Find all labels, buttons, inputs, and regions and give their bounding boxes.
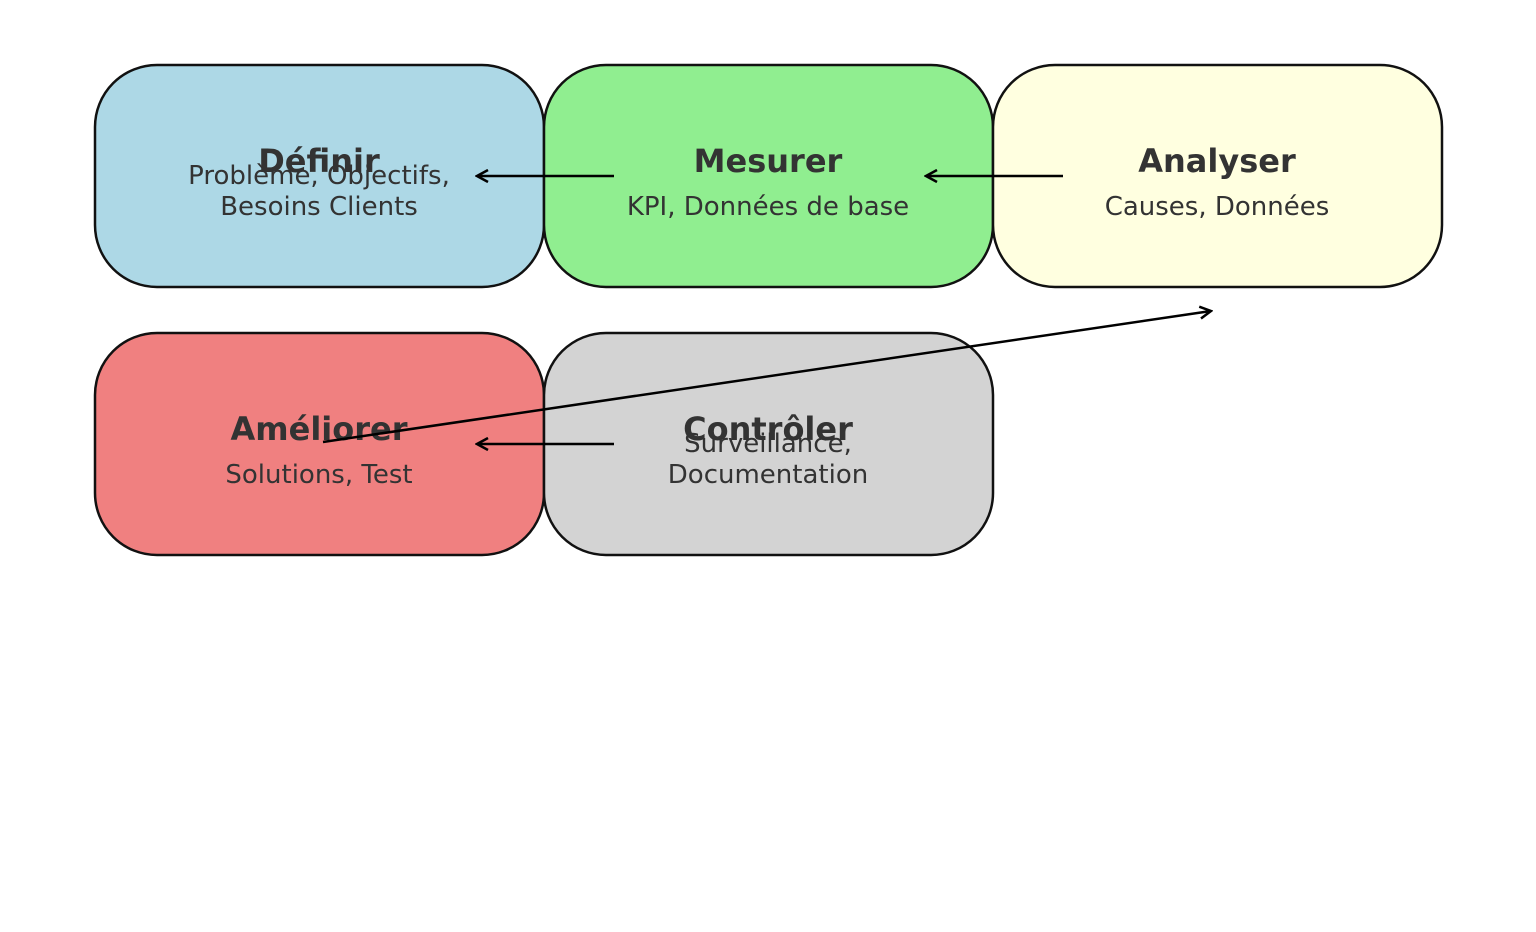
node-controler-desc-line-2: Documentation (668, 460, 868, 490)
edge-ameliorer-to-analyser (322, 311, 1211, 444)
node-definir-desc-line-2: Besoins Clients (220, 192, 418, 222)
node-definir-desc-line-1: Problème, Objectifs, (188, 161, 450, 191)
node-analyser-desc-line-1: Causes, Données (1105, 192, 1330, 222)
node-mesurer-desc-line-1: KPI, Données de base (627, 192, 909, 222)
node-ameliorer-title: Améliorer (231, 410, 408, 448)
node-ameliorer-desc-line-1: Solutions, Test (225, 460, 412, 490)
node-analyser-title: Analyser (1138, 142, 1296, 180)
node-controler-title: Contrôler (683, 410, 853, 448)
node-mesurer-title: Mesurer (694, 142, 843, 180)
node-controler-desc-line-1: Surveillance, (684, 429, 852, 459)
node-definir-title: Définir (258, 142, 380, 180)
